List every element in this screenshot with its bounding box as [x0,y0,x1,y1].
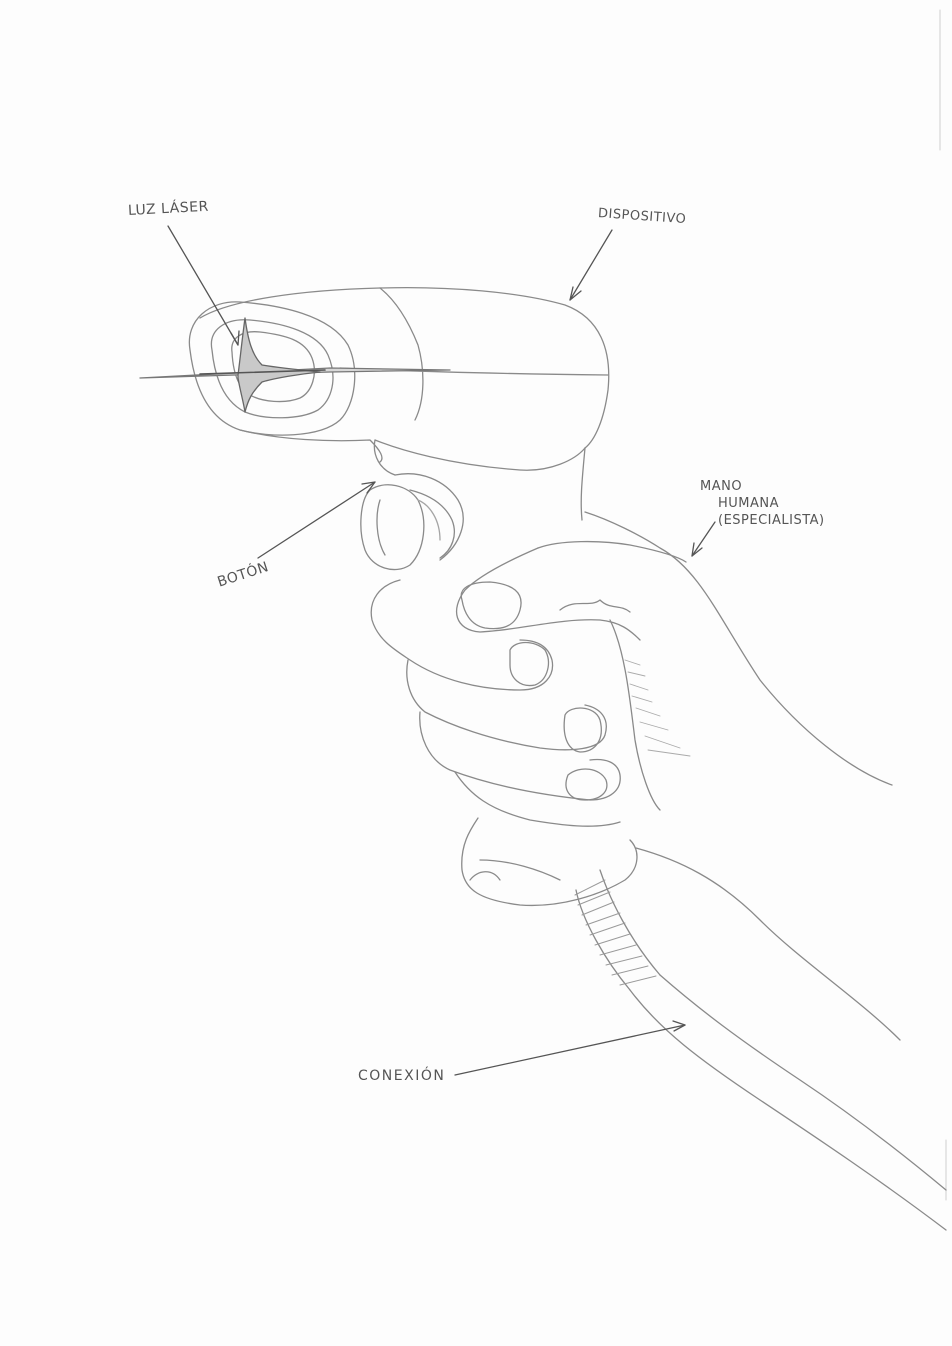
annotation-arrows [167,225,716,1076]
label-mano-humana: Mano Humana (Especialista) [700,478,825,529]
label-mano-line3: (Especialista) [718,513,825,528]
page-edge-marks [939,9,947,1201]
scanner-device [139,286,638,907]
label-mano-line1: Mano [700,479,743,494]
label-mano-line2: Humana [718,496,780,511]
hand-drawing [370,511,901,1041]
label-conexion: Conexión [358,1068,446,1084]
cable-drawing [574,869,947,1231]
